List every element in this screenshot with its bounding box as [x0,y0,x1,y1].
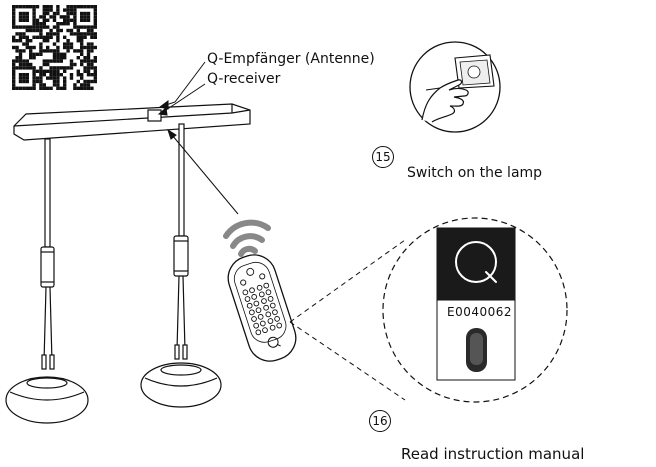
remote-button [253,322,260,329]
remote-button [262,327,268,334]
signal-icon [223,219,271,257]
remote-button [244,296,251,302]
step-number-15: 15 [372,146,394,168]
receiver-label-german: Q-Empfänger (Antenne) [207,51,375,67]
remote-button [261,298,267,304]
remote-button [269,324,276,331]
remote-button [257,313,264,320]
remote-button [258,291,265,298]
remote-button [240,279,247,286]
receiver-label-english: Q-receiver [207,71,281,87]
remote-button [259,320,266,327]
remote-button [255,329,262,336]
step-number-16: 16 [369,410,391,432]
remote-button [263,282,270,289]
q-receiver-box [147,109,162,122]
remote-button [248,309,255,316]
remote-button [274,316,280,322]
remote-button [259,273,266,280]
remote-button [249,287,255,294]
step-caption-read-manual: Read instruction manual [401,445,585,463]
zoom-lines [289,239,406,401]
product-code: E0040062 [447,305,513,319]
remote-button [246,267,255,276]
remote-button [242,289,249,296]
remote-button [267,318,274,324]
remote-button [253,300,260,307]
remote-button [256,284,263,291]
remote-button [263,304,269,311]
remote-button [246,302,253,309]
product-package [436,227,516,381]
remote-button [276,322,283,329]
remote-button [265,289,272,296]
remote-button [265,311,272,318]
remote-button [251,316,257,322]
qr-code [12,5,97,90]
remote-button [267,296,274,302]
remote-button [269,302,276,309]
remote-control [227,254,297,362]
remote-button [251,294,258,300]
lamp-illustration [5,103,251,424]
remote-button [272,309,278,316]
switch-illustration [409,41,501,133]
remote-button [255,307,262,314]
receiver-leader-lines [157,61,239,215]
step-caption-switch-on: Switch on the lamp [407,165,543,181]
